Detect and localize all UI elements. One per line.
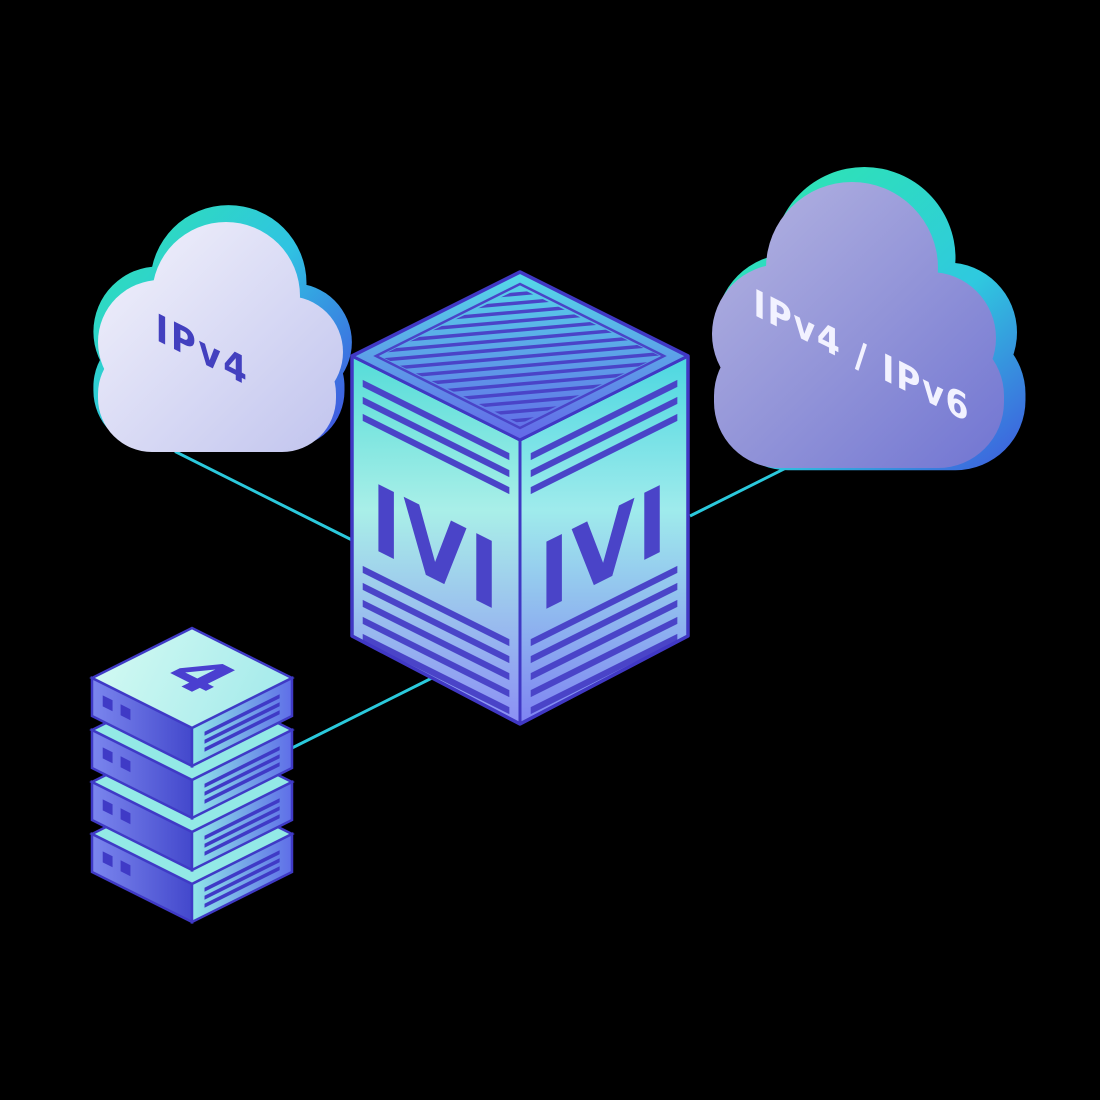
server-unit-vents [204, 850, 280, 908]
gateway-cube: IVI IVI [350, 270, 690, 726]
server-unit-vents [204, 746, 280, 804]
connector-server [287, 675, 435, 752]
server-unit: 4 [89, 626, 295, 769]
cloud-right: IPv4 / IPv6 [712, 167, 1026, 471]
server-unit-vents [204, 694, 280, 752]
server-unit-lights [102, 799, 131, 825]
cloud-left: IPv4 [93, 205, 352, 452]
server-unit-vents [204, 798, 280, 856]
gateway-outline [350, 270, 690, 726]
server-unit-lights [102, 695, 131, 721]
server-unit-lights [102, 851, 131, 877]
server-stack: 4 [89, 626, 295, 925]
gateway-top-panel [373, 282, 667, 430]
server-unit-lights [102, 747, 131, 773]
